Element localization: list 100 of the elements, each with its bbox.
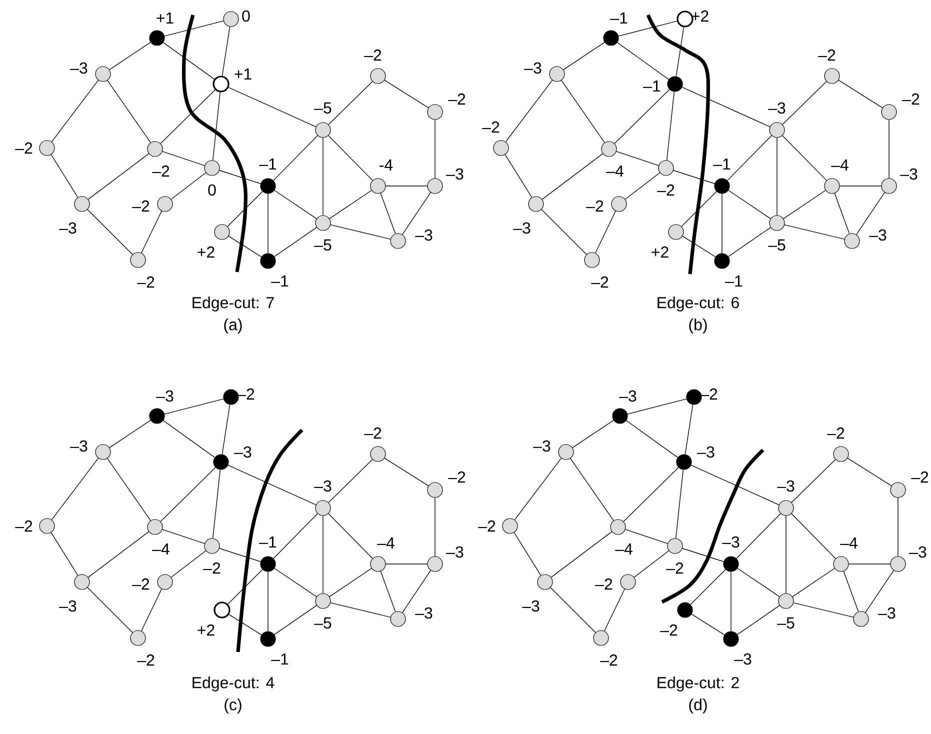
filled-vertex <box>260 631 276 647</box>
graph-edge <box>888 119 890 179</box>
graph-edge <box>87 209 133 255</box>
vertex-label: –5 <box>314 102 332 114</box>
graph-edge <box>328 459 373 503</box>
vertex <box>824 68 840 84</box>
vertex-label: –3 <box>234 446 252 458</box>
graph-edge <box>88 153 150 200</box>
graph-edge <box>614 89 670 144</box>
caption: Edge-cut: 2 <box>658 676 739 692</box>
caption: Edge-cut: 4 <box>192 676 274 692</box>
vertex-label: –2 <box>657 184 674 196</box>
graph-edge <box>160 89 216 144</box>
graph-edge <box>50 154 78 198</box>
vertex-label: –3 <box>446 546 464 558</box>
vertex <box>390 233 406 249</box>
vertex-label: –2 <box>448 471 466 483</box>
graph-edge <box>682 86 770 128</box>
filled-vertex <box>723 631 739 647</box>
vertex <box>370 556 386 572</box>
graph-edge <box>274 605 317 635</box>
vertex <box>890 556 906 572</box>
graph-edge <box>561 80 605 143</box>
graph-edge <box>328 135 373 181</box>
graph-edge <box>682 236 716 258</box>
graph-edge <box>604 588 625 632</box>
graph-edge <box>222 26 230 76</box>
graph-edge <box>682 548 724 562</box>
graph-edge <box>727 135 772 181</box>
graph-edge <box>563 42 605 70</box>
vertex-label: –3 <box>513 222 530 234</box>
graph-edge <box>273 513 318 559</box>
vertex-label: –5 <box>314 617 332 629</box>
filled-vertex <box>260 178 276 194</box>
graph-edge <box>434 119 436 179</box>
vertex-label: –2 <box>595 578 612 590</box>
graph-edge <box>550 587 596 633</box>
panel-letter: (a) <box>224 318 242 334</box>
vertex-label: –1 <box>259 158 276 170</box>
graph-edge <box>728 227 771 257</box>
graph-edge <box>676 469 684 539</box>
vertex-label: 0 <box>242 10 250 22</box>
graph-edge <box>791 459 836 503</box>
vertex <box>537 574 553 590</box>
vertex-label: –3 <box>697 446 714 458</box>
vertex-label: –3 <box>900 168 918 180</box>
vertex-label: +1 <box>234 68 252 80</box>
vertex <box>74 574 90 590</box>
graph-edge <box>88 531 150 578</box>
graph-edge <box>690 569 726 605</box>
graph-edge <box>676 26 684 77</box>
graph-edge <box>856 192 885 235</box>
vertex <box>584 252 600 268</box>
filled-vertex <box>213 454 229 470</box>
vertex-label: –1 <box>725 276 742 286</box>
graph-edge <box>730 571 732 632</box>
vertex-label: –3 <box>314 480 332 492</box>
vertex-label: –3 <box>446 168 464 180</box>
vertex-label: –2 <box>448 93 466 105</box>
graph-edge <box>736 513 781 559</box>
graph-edge <box>783 190 826 219</box>
vertex-label: –4 <box>831 160 848 170</box>
graph-edge <box>504 154 532 198</box>
vertex <box>881 178 897 194</box>
graph-edge <box>623 467 679 522</box>
vertex-label: –2 <box>478 520 496 532</box>
graph-edge <box>434 497 436 557</box>
vertex <box>528 196 544 212</box>
vertex-label: –3 <box>70 440 88 452</box>
vertex-label: –2 <box>591 276 608 288</box>
vertex <box>370 446 386 462</box>
vertex <box>157 574 173 590</box>
graph-edge <box>784 224 845 240</box>
graph-edge <box>793 602 854 618</box>
open-vertex <box>212 76 230 92</box>
filled-vertex <box>667 76 683 92</box>
graph-edge <box>737 568 780 597</box>
filled-vertex <box>677 602 693 618</box>
vertex-label: –2 <box>237 388 254 400</box>
graph-edge <box>162 529 205 544</box>
vertex <box>844 233 860 249</box>
open-vertex <box>676 10 694 28</box>
vertex-label: +1 <box>156 12 174 24</box>
vertex-label: –5 <box>777 617 794 629</box>
graph-edge <box>170 550 206 578</box>
vertex-label: –2 <box>700 388 718 400</box>
graph-edge <box>402 192 431 235</box>
vertex-label: –2 <box>600 654 618 666</box>
vertex-label: –2 <box>902 93 920 105</box>
graph-edge <box>51 458 99 520</box>
graph-edge <box>228 464 316 506</box>
vertex-label: –2 <box>137 654 154 666</box>
vertex-label: –2 <box>137 276 154 288</box>
graph-edge <box>164 20 224 36</box>
graph-edge <box>328 513 373 559</box>
graph-edge <box>380 192 396 234</box>
graph-edge <box>274 190 317 219</box>
graph-edge <box>684 404 694 455</box>
graph-edge <box>328 81 373 125</box>
caption: Edge-cut: 7 <box>192 296 274 312</box>
